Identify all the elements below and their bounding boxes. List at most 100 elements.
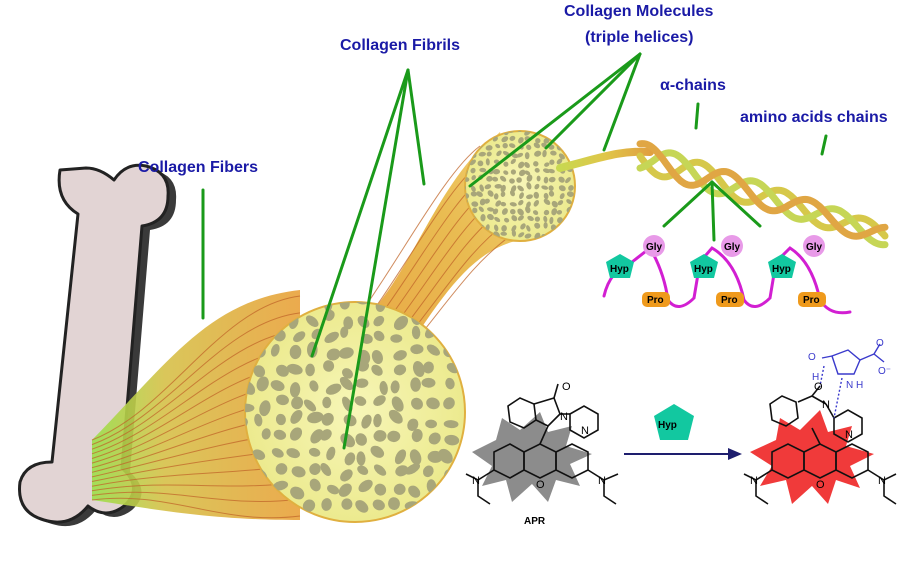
gly-circle — [803, 235, 825, 257]
fibril-cell — [425, 419, 437, 429]
fibril-cell — [487, 190, 494, 197]
fibril-cell — [479, 198, 486, 206]
fibril-cell — [408, 485, 421, 498]
fibril-cell — [525, 205, 531, 214]
bundle-strand — [91, 497, 301, 519]
fibril-cell — [547, 168, 555, 174]
fibril-cell — [500, 201, 507, 207]
fibril-cell — [309, 380, 319, 392]
fibril-cell — [534, 150, 542, 157]
pro-box — [642, 292, 670, 307]
alpha-chain-strand — [636, 140, 889, 240]
product-n-left: N — [750, 475, 758, 487]
fibril-cell — [511, 215, 518, 222]
fibril-cell — [302, 499, 316, 512]
fibril-cell — [536, 175, 541, 182]
fibril-cell — [499, 175, 507, 182]
bundle-strand — [91, 491, 301, 502]
fibril-cell — [548, 190, 555, 197]
apr-atom-labels: O N N O N N APR — [472, 381, 606, 527]
hyp-o-hydroxyl: O — [808, 352, 816, 363]
fibril-cell — [426, 344, 440, 356]
fibril-cell — [405, 463, 421, 475]
apr-n-left: N — [472, 475, 480, 487]
fibril-cell — [503, 170, 509, 175]
fibril-cell — [289, 344, 302, 360]
fibril-cell — [326, 348, 341, 361]
fibril-cell — [470, 167, 476, 174]
fibril-cell — [327, 484, 340, 495]
fibril-cell — [509, 178, 515, 184]
fibril-cell — [361, 414, 372, 429]
fibril-cell — [487, 213, 494, 221]
fibril-cell — [290, 409, 303, 424]
product-n-right: N — [878, 475, 886, 487]
residue-unit-1: Hyp Gly Pro — [606, 235, 670, 307]
bundle-strand — [91, 295, 301, 441]
fibril-cell — [486, 151, 492, 157]
pointer-molecules-3 — [602, 52, 642, 152]
fibril-cell — [393, 350, 407, 361]
fibril-cell — [541, 185, 549, 190]
hyp-pentagon — [690, 254, 718, 278]
fibril-cell — [494, 216, 501, 223]
fibril-cell — [276, 364, 289, 377]
fibril-cell — [550, 150, 557, 156]
fibril-cell — [428, 432, 441, 445]
apr-n-lactam: N — [560, 411, 568, 423]
gly-label: Gly — [724, 242, 741, 253]
fibril-cell — [478, 206, 484, 212]
fibril-cell — [509, 202, 517, 207]
fibril-cell — [245, 403, 255, 413]
fibril-cell — [340, 469, 353, 482]
fibril-cell — [517, 215, 524, 221]
fibril-cell — [308, 447, 321, 457]
fibril-cell — [549, 159, 555, 165]
fibril-cell — [291, 396, 304, 410]
hyp-pentagon — [606, 254, 634, 278]
fibril-cell — [388, 497, 400, 510]
pointer-fibrils-3 — [342, 68, 410, 450]
hyp-label: Hyp — [772, 264, 791, 275]
pointer-molecules-2 — [544, 52, 642, 150]
fibril-cell — [387, 430, 401, 443]
fibril-cell — [443, 397, 455, 410]
fibril-cell — [472, 207, 478, 214]
fibril-cell — [543, 215, 548, 223]
fibril-cell — [492, 168, 501, 175]
fibril-cell — [372, 499, 385, 511]
fibril-cell — [526, 174, 533, 182]
fibril-cell — [286, 363, 303, 375]
apr-n-right: N — [598, 475, 606, 487]
pointer-residues-1 — [662, 180, 714, 228]
pro-label: Pro — [721, 295, 738, 306]
fibril-cell — [309, 463, 321, 476]
hyp-h-hydroxyl: H — [812, 372, 819, 383]
fibril-cell — [391, 396, 404, 412]
fibril-cell — [423, 361, 434, 374]
fibril-cell — [374, 483, 387, 496]
fibril-cell — [566, 191, 574, 197]
fibril-cell — [510, 169, 517, 175]
pro-box — [716, 292, 744, 307]
hyp-reagent-pentagon — [654, 404, 694, 440]
fibril-cell — [549, 216, 554, 225]
pointer-amino — [820, 134, 828, 156]
triple-helix — [556, 140, 889, 249]
apr-grey-burst — [472, 412, 592, 502]
fibril-cell — [303, 399, 317, 412]
fibril-cell — [492, 176, 499, 182]
fibril-cell — [305, 315, 319, 327]
fibril-cell — [500, 191, 506, 197]
fibril-cell — [559, 193, 565, 200]
fibril-cell — [275, 413, 286, 426]
fibril-cell — [494, 224, 499, 232]
fibril-cell — [557, 200, 564, 206]
fibril-cell — [355, 433, 367, 446]
fibril-cell — [504, 217, 510, 223]
fibril-cell — [566, 199, 572, 205]
fibril-cell — [487, 207, 495, 212]
hyp-label: Hyp — [610, 264, 629, 275]
fibril-cell — [320, 463, 332, 476]
fibril-cross-section — [244, 301, 466, 523]
